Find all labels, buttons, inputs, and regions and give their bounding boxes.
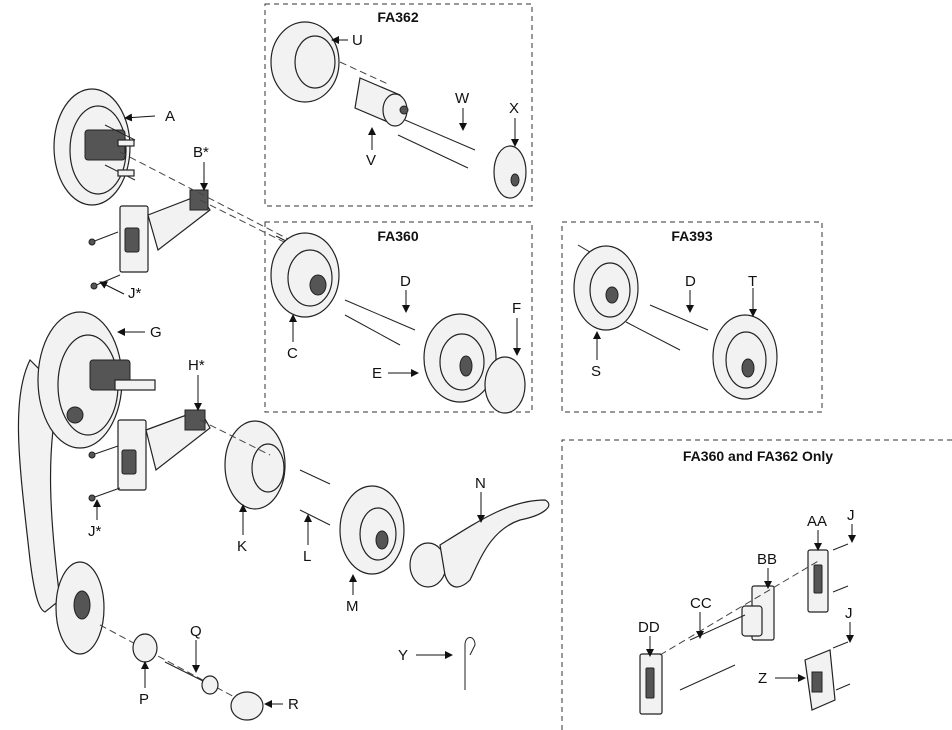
handleset-interior-assembly — [17, 311, 156, 613]
handleset-latch — [117, 409, 211, 491]
strike-group-box — [561, 439, 952, 730]
fa360-group-box — [264, 221, 533, 413]
label-k: K — [237, 538, 247, 555]
label-e: E — [372, 365, 382, 382]
label-v: V — [366, 152, 376, 169]
fa362-group-box — [264, 3, 533, 207]
fa360-title: FA360 — [377, 228, 418, 244]
label-j-4: J — [845, 605, 853, 622]
label-w: W — [455, 90, 470, 107]
label-cc: CC — [690, 595, 712, 612]
label-x: X — [509, 100, 519, 117]
key-tool — [464, 637, 476, 690]
strike-group-title: FA360 and FA362 Only — [683, 448, 833, 464]
fa362-parts — [270, 21, 527, 199]
arrow-icon — [99, 281, 125, 295]
deadbolt-interior-assembly — [53, 88, 136, 206]
label-t: T — [748, 273, 757, 290]
strike-parts — [639, 543, 851, 715]
label-j-1: J* — [128, 285, 142, 302]
fa393-parts — [573, 244, 778, 400]
label-u: U — [352, 32, 363, 49]
label-d-2: D — [685, 273, 696, 290]
handleset-bottom-escutcheon — [55, 561, 264, 721]
label-q: Q — [190, 623, 202, 640]
fa393-title: FA393 — [671, 228, 712, 244]
handleset-screws — [88, 445, 121, 502]
label-m: M — [346, 598, 359, 615]
label-j-2: J* — [88, 523, 102, 540]
label-aa: AA — [807, 513, 827, 530]
label-a: A — [165, 108, 175, 125]
label-p: P — [139, 691, 149, 708]
label-n: N — [475, 475, 486, 492]
deadbolt-screws — [88, 231, 121, 290]
label-z: Z — [758, 670, 767, 687]
label-h: H* — [188, 357, 205, 374]
label-f: F — [512, 300, 521, 317]
deadbolt-latch — [119, 189, 211, 273]
alignment-line — [119, 151, 291, 241]
label-r: R — [288, 696, 299, 713]
label-s: S — [591, 363, 601, 380]
label-l: L — [303, 548, 311, 565]
label-c: C — [287, 345, 298, 362]
fa360-parts — [270, 232, 526, 414]
fa362-title: FA362 — [377, 9, 418, 25]
alignment-line — [199, 199, 301, 251]
arrow-icon — [124, 113, 156, 122]
label-g: G — [150, 324, 162, 341]
label-b: B* — [193, 144, 209, 161]
label-j-3: J — [847, 507, 855, 524]
label-d-1: D — [400, 273, 411, 290]
fa393-group-box — [561, 221, 823, 413]
label-bb: BB — [757, 551, 777, 568]
exterior-lever-assembly — [199, 419, 550, 588]
label-y: Y — [398, 647, 408, 664]
label-dd: DD — [638, 619, 660, 636]
